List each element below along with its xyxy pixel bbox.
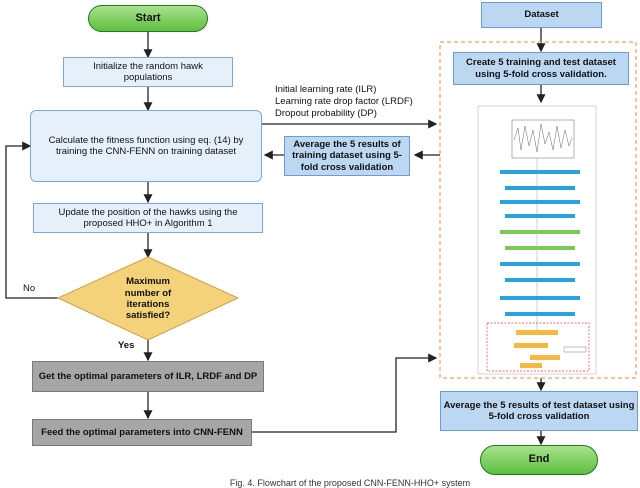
conv-layer-8	[505, 312, 575, 316]
end-terminal: End	[480, 445, 598, 475]
pooling-layer-2	[505, 246, 575, 250]
feed-params-step: Feed the optimal parameters into CNN-FEN…	[32, 419, 252, 446]
decision-label: Maximum number of iterations satisfied?	[124, 276, 172, 322]
dataset-box: Dataset	[481, 2, 602, 28]
fenn-block	[486, 322, 590, 372]
no-label: No	[23, 283, 36, 294]
decision-diamond-shape	[56, 256, 240, 341]
avg-train-step: Average the 5 results of training datase…	[284, 136, 410, 176]
start-terminal: Start	[88, 5, 208, 32]
update-hawks-step: Update the position of the hawks using t…	[33, 203, 263, 233]
conv-layer-3	[500, 200, 580, 204]
avg-test-step: Average the 5 results of test dataset us…	[440, 391, 638, 431]
cross-validation-box	[439, 41, 637, 379]
conv-layer-4	[505, 214, 575, 218]
params-label: Initial learning rate (ILR) Learning rat…	[275, 84, 413, 119]
conv-layer-2	[505, 186, 575, 190]
fitness-step: Calculate the fitness function using eq.…	[30, 110, 262, 182]
optimal-params-step: Get the optimal parameters of ILR, LRDF …	[32, 361, 264, 392]
conv-layer-6	[505, 278, 575, 282]
arrow-feed-box	[252, 353, 438, 433]
signal-plot	[511, 119, 575, 159]
arrow-no-loop	[5, 141, 58, 299]
figure-caption: Fig. 4. Flowchart of the proposed CNN-FE…	[229, 478, 471, 488]
init-population-step: Initialize the random hawk populations	[63, 57, 233, 87]
conv-layer-7	[500, 296, 580, 300]
yes-label: Yes	[118, 340, 135, 351]
conv-layer-1	[500, 170, 580, 174]
conv-layer-5	[500, 262, 580, 266]
pooling-layer-1	[500, 230, 580, 234]
create-folds-step: Create 5 training and test dataset using…	[453, 52, 629, 85]
